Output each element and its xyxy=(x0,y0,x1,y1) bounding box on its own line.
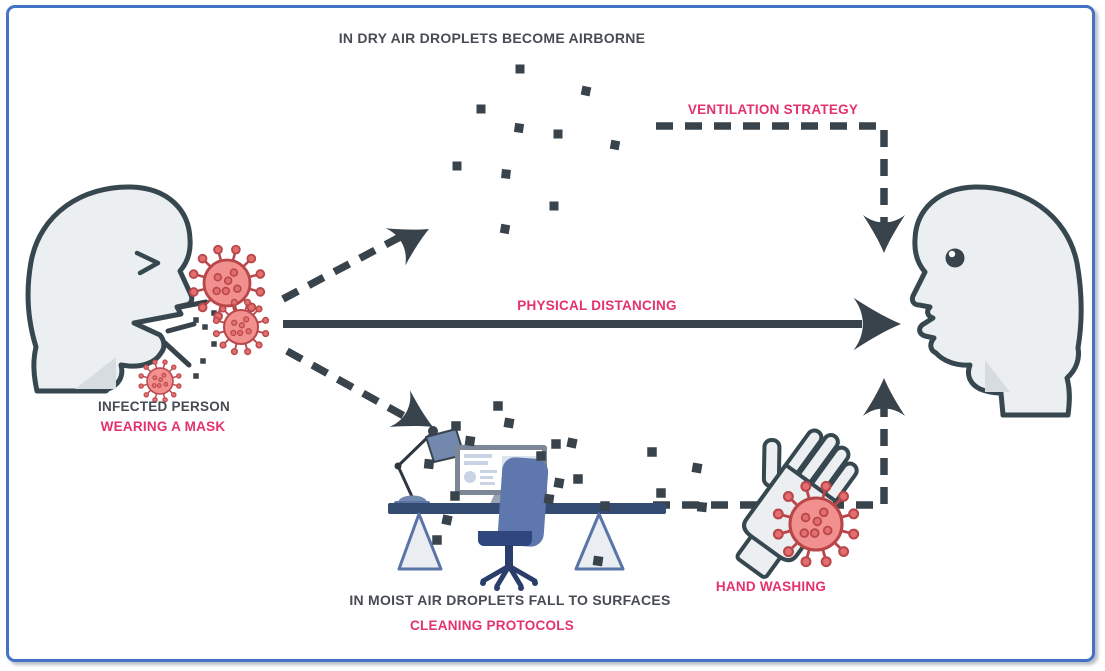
neck-shadow xyxy=(75,357,116,389)
spray-droplets xyxy=(193,310,217,379)
wearing-mask-label: WEARING A MASK xyxy=(100,419,226,434)
diagram-frame xyxy=(6,5,1095,662)
ventilation-strategy-arrow xyxy=(656,122,905,253)
hand-icon xyxy=(735,428,859,579)
virus-icon xyxy=(188,244,266,322)
receiving-person-icon xyxy=(909,184,1084,418)
closed-eye-icon xyxy=(134,250,161,276)
surface-route-arrow xyxy=(285,347,444,446)
office-chair-icon xyxy=(478,457,549,591)
virus-icon xyxy=(212,298,270,356)
airborne-route-arrow xyxy=(281,210,439,303)
neck-shadow xyxy=(985,360,1010,392)
desk-icon xyxy=(388,426,666,591)
ventilation-label: VENTILATION STRATEGY xyxy=(687,102,859,117)
desk-legs xyxy=(397,512,625,571)
physical-distancing-arrow xyxy=(283,297,901,351)
physical-distancing-label: PHYSICAL DISTANCING xyxy=(517,298,677,313)
surfaces-title: IN MOIST AIR DROPLETS FALL TO SURFACES xyxy=(349,592,671,608)
receiving-head xyxy=(909,184,1084,418)
open-eye-icon xyxy=(945,248,965,268)
eye-highlight xyxy=(948,250,956,258)
hand-washing-label: HAND WASHING xyxy=(715,579,827,594)
cleaning-protocols-label: CLEANING PROTOCOLS xyxy=(409,618,575,633)
airborne-title: IN DRY AIR DROPLETS BECOME AIRBORNE xyxy=(338,30,646,46)
infected-person-label: INFECTED PERSON xyxy=(97,399,231,414)
palm xyxy=(742,462,838,563)
airborne-droplets-icon xyxy=(452,64,621,235)
virus-icons xyxy=(138,244,860,568)
virus-icon xyxy=(772,480,860,568)
virus-icon xyxy=(138,359,182,403)
infected-person-icon xyxy=(25,184,195,394)
cough-spray-icon xyxy=(162,299,217,379)
hand-washing-arrow xyxy=(653,378,905,509)
surface-droplets-icon xyxy=(423,401,708,567)
infected-head xyxy=(25,184,195,394)
